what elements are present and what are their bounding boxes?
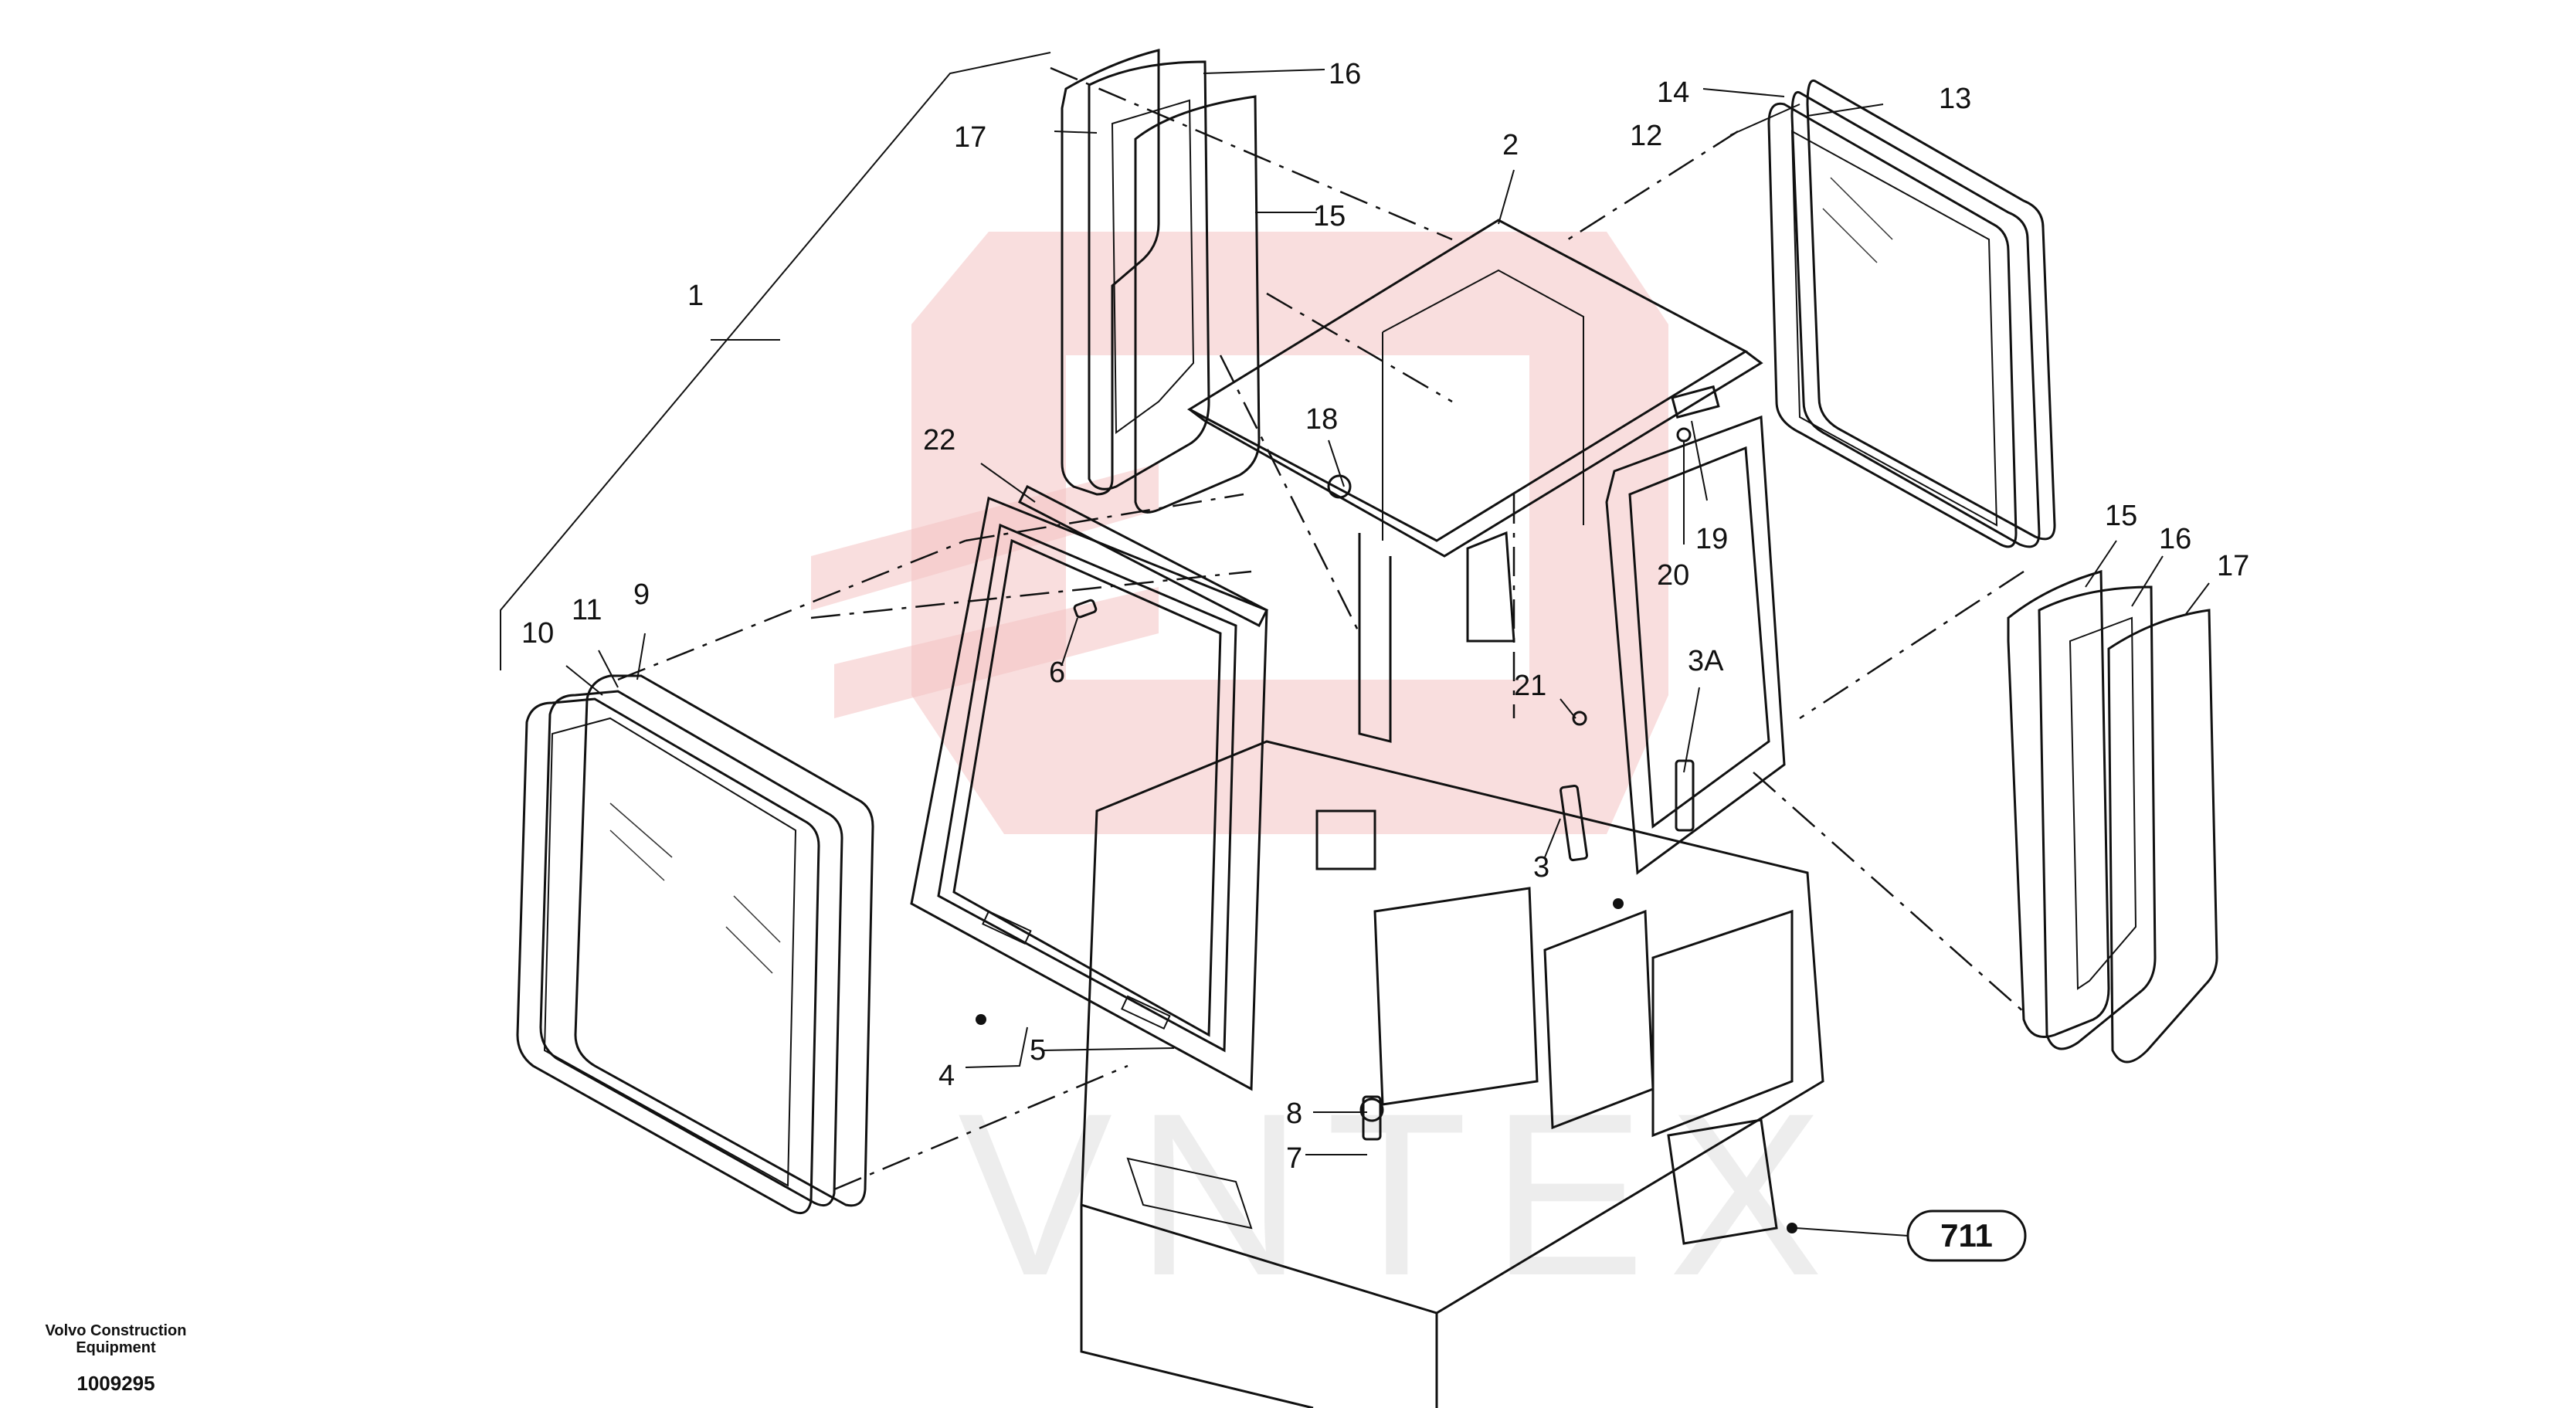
right-door-window xyxy=(2007,570,2218,1064)
callout-13: 13 xyxy=(1939,83,1971,115)
right-side-window xyxy=(1767,79,2056,548)
reference-711: 711 xyxy=(1906,1210,2027,1262)
callout-3: 3 xyxy=(1533,851,1549,884)
callout-15-left: 15 xyxy=(1313,200,1346,232)
callout-22: 22 xyxy=(923,424,955,456)
callout-6: 6 xyxy=(1049,657,1065,689)
callout-10: 10 xyxy=(521,617,554,650)
footer: Volvo Construction Equipment 1009295 xyxy=(39,1322,193,1396)
callout-9: 9 xyxy=(633,578,650,611)
rear-frame xyxy=(910,484,1269,1091)
callout-14: 14 xyxy=(1657,76,1689,109)
manufacturer-label: Volvo Construction Equipment xyxy=(45,1322,187,1356)
callout-18: 18 xyxy=(1305,403,1338,436)
small-parts xyxy=(1073,385,1720,1141)
callout-3a: 3A xyxy=(1688,645,1724,677)
cab-body xyxy=(1080,415,1824,1408)
callout-16-right: 16 xyxy=(2159,523,2191,555)
callout-2: 2 xyxy=(1502,129,1519,161)
reference-711-box xyxy=(1906,1210,2027,1262)
callout-12: 12 xyxy=(1630,120,1662,152)
watermark-text: VNTEX xyxy=(958,1064,1846,1324)
callout-8: 8 xyxy=(1286,1098,1302,1130)
roof-panel xyxy=(1186,219,1763,558)
callout-5: 5 xyxy=(1030,1034,1046,1067)
callout-16-left: 16 xyxy=(1329,58,1361,90)
reference-711-label: 711 xyxy=(1940,1217,1993,1254)
callout-4: 4 xyxy=(938,1060,955,1092)
drawing-number: 1009295 xyxy=(76,1372,155,1395)
watermark-logo xyxy=(811,232,1668,834)
callout-1: 1 xyxy=(687,280,704,312)
callout-17-right: 17 xyxy=(2217,550,2249,582)
callout-19: 19 xyxy=(1695,523,1728,555)
callout-leaders xyxy=(565,69,2210,1237)
leader-lines xyxy=(617,66,2024,1191)
group-bracket xyxy=(500,52,1051,670)
left-side-window xyxy=(516,674,874,1215)
callout-11: 11 xyxy=(572,594,602,626)
callout-21: 21 xyxy=(1514,670,1546,702)
callout-7: 7 xyxy=(1286,1142,1302,1175)
callout-labels: 1 2 3 3A 4 5 6 7 8 9 10 11 12 13 14 15 1… xyxy=(521,58,2249,1175)
callout-15-right: 15 xyxy=(2105,500,2137,532)
callout-20: 20 xyxy=(1657,559,1689,592)
left-door-window xyxy=(1061,49,1261,514)
callout-17-left: 17 xyxy=(954,121,986,154)
